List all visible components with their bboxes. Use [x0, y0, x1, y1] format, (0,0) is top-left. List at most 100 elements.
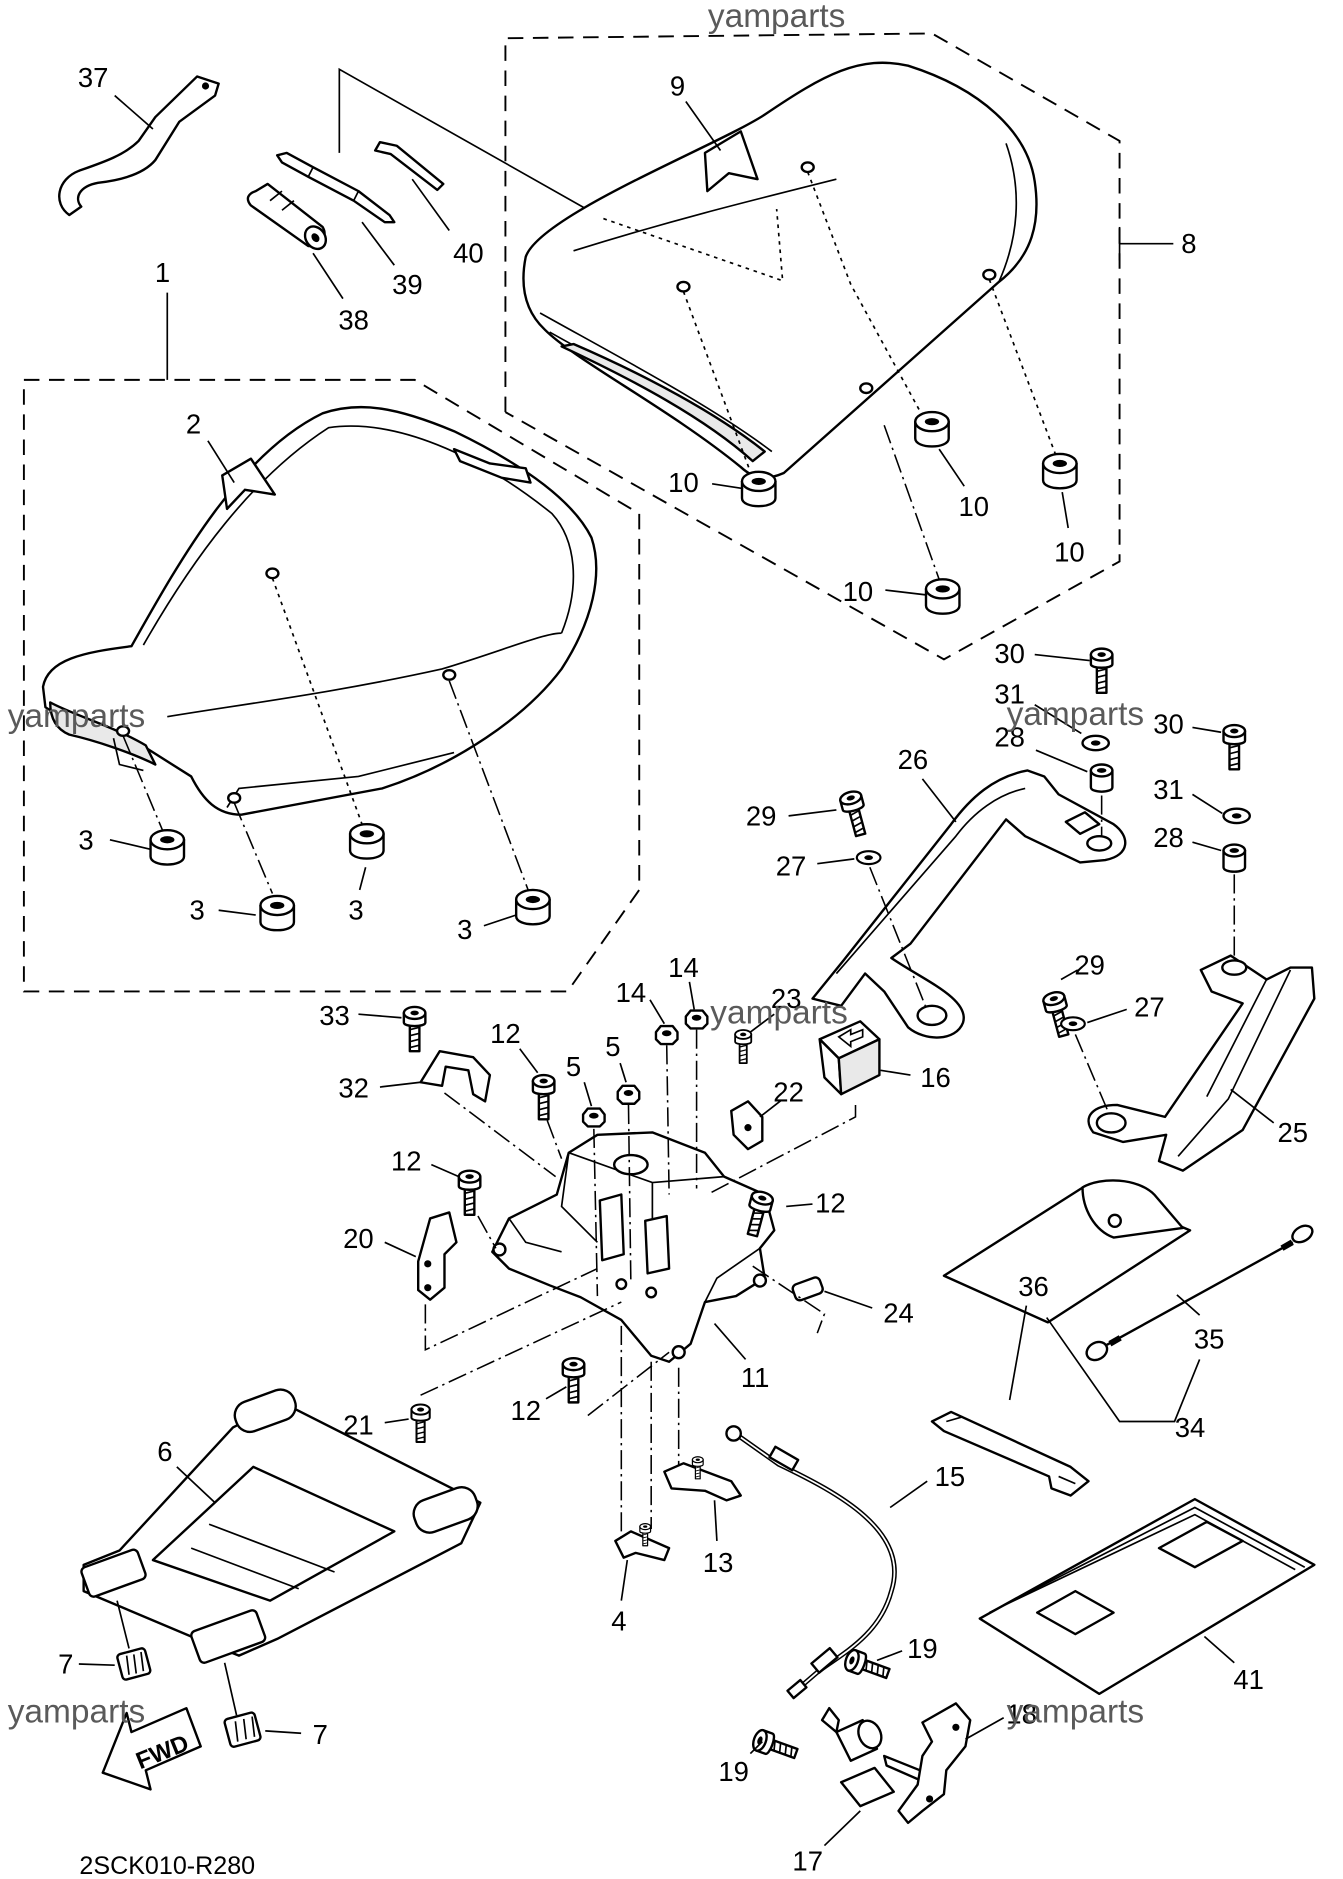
grommet-10 — [914, 410, 950, 448]
passenger-seat-crease — [603, 208, 784, 282]
callout-label: 31 — [994, 679, 1025, 710]
callout-label: 29 — [746, 800, 777, 831]
assembly-line — [706, 1104, 857, 1196]
leader-line — [176, 1466, 216, 1504]
hook-spanner-37 — [58, 75, 220, 217]
screwdriver-body — [276, 151, 396, 224]
grommet-10 — [1041, 452, 1078, 490]
callout-label: 26 — [898, 744, 929, 775]
assembly-line — [665, 1045, 670, 1195]
leader-line — [114, 94, 154, 130]
callout-label: 13 — [703, 1547, 734, 1578]
rider-seat-mount-hole — [227, 791, 242, 804]
leader-line — [583, 1082, 593, 1107]
leader-line — [823, 1810, 861, 1847]
callout-label: 27 — [1134, 991, 1165, 1022]
leader-line — [619, 1062, 627, 1083]
callout-label: 24 — [883, 1297, 914, 1328]
manual-pages — [998, 1513, 1296, 1609]
leader-line — [649, 999, 666, 1025]
seat-lock-lever — [820, 1706, 840, 1734]
rubber-damper-7-ribs — [125, 1651, 145, 1675]
manual-cover — [978, 1497, 1316, 1696]
grommet-3 — [514, 888, 551, 926]
handle-end-hole — [311, 233, 320, 243]
rubber-damper-7 — [116, 1647, 152, 1681]
rubber-damper-7-body — [223, 1711, 262, 1748]
hook-spanner-body — [58, 75, 220, 217]
callout-label: 5 — [605, 1031, 620, 1062]
leader-line — [921, 778, 957, 823]
seat-lock-key-tag — [839, 1766, 895, 1808]
clip-32 — [419, 1049, 492, 1103]
seat-base-center-hole — [612, 1153, 649, 1176]
callout-label: 4 — [611, 1605, 626, 1636]
leader-line — [483, 914, 517, 927]
passenger-seat-mount-hole — [859, 382, 874, 395]
leader-line — [938, 448, 965, 487]
grab-bar-25-edge — [1177, 969, 1292, 1157]
passenger-seat-mount-hole — [982, 268, 997, 281]
lock-bracket-18-hole — [952, 1723, 960, 1731]
callout-label: 35 — [1194, 1324, 1225, 1355]
leader-line — [889, 1480, 928, 1509]
leader-line — [1203, 1635, 1235, 1664]
callout-label: 39 — [392, 269, 423, 300]
helmet-cable-loop — [1085, 1340, 1109, 1362]
assembly-line — [546, 1120, 563, 1159]
bracket-20 — [416, 1211, 458, 1301]
leader-line — [1034, 653, 1090, 662]
callout-label: 17 — [792, 1846, 823, 1877]
leader-line — [824, 1290, 873, 1309]
seat-frame-body — [82, 1401, 482, 1657]
leader-line — [786, 1203, 813, 1208]
assembly-line — [627, 1104, 632, 1285]
washer-31 — [1222, 807, 1251, 825]
rider-seat-outline — [41, 405, 598, 816]
leader-line — [384, 1418, 409, 1424]
helmet-cable-35 — [1085, 1224, 1314, 1362]
callout-label: 20 — [343, 1223, 374, 1254]
leader-line — [1087, 1008, 1127, 1024]
seat-frame-ear — [80, 1548, 147, 1598]
leader-line — [1061, 492, 1070, 529]
leader-line — [965, 1717, 1005, 1740]
callout-label: 37 — [78, 62, 109, 93]
callout-label: 5 — [566, 1051, 581, 1082]
lock-plate-13-body — [663, 1462, 742, 1502]
grab-bar-mount-line — [1074, 1034, 1110, 1114]
leader-line — [1230, 1088, 1275, 1124]
callout-label: 41 — [1233, 1664, 1264, 1695]
tool-pouch-34 — [942, 1179, 1192, 1324]
seat-frame-ear — [190, 1609, 267, 1664]
callout-label: 16 — [920, 1062, 951, 1093]
seat-lock-face — [857, 1719, 883, 1750]
assembly-line — [587, 1351, 670, 1417]
passenger-seat-cushion-edge — [573, 143, 1018, 283]
diagram-code: 2SCK010-R280 — [79, 1852, 255, 1879]
seat-frame-ear — [412, 1485, 479, 1534]
damper-24-body — [791, 1276, 824, 1302]
bolt-19 — [841, 1647, 893, 1685]
passenger-seat-mount-line — [883, 424, 940, 580]
watermark: yamparts — [8, 698, 146, 735]
nut-5 — [616, 1084, 641, 1105]
passenger-seat-outline — [522, 61, 1038, 479]
callout-label: 7 — [313, 1719, 328, 1750]
callout-label: 3 — [348, 895, 363, 926]
callout-label: 31 — [1153, 774, 1184, 805]
callout-label: 10 — [843, 576, 874, 607]
grab-bar-26-edge — [835, 787, 1026, 975]
nut-14 — [654, 1024, 679, 1046]
bolt-29 — [1040, 988, 1076, 1040]
leader-line — [1191, 793, 1223, 815]
passenger-seat-mount-line — [682, 291, 752, 473]
rubber-damper-7 — [223, 1711, 262, 1748]
bolt-29 — [837, 788, 873, 839]
grommet-10 — [740, 470, 777, 508]
bolt-33 — [402, 1005, 427, 1053]
leader-line — [519, 1048, 539, 1074]
seat-base-flange — [508, 1217, 761, 1303]
rider-seat-mount-hole — [265, 567, 280, 580]
